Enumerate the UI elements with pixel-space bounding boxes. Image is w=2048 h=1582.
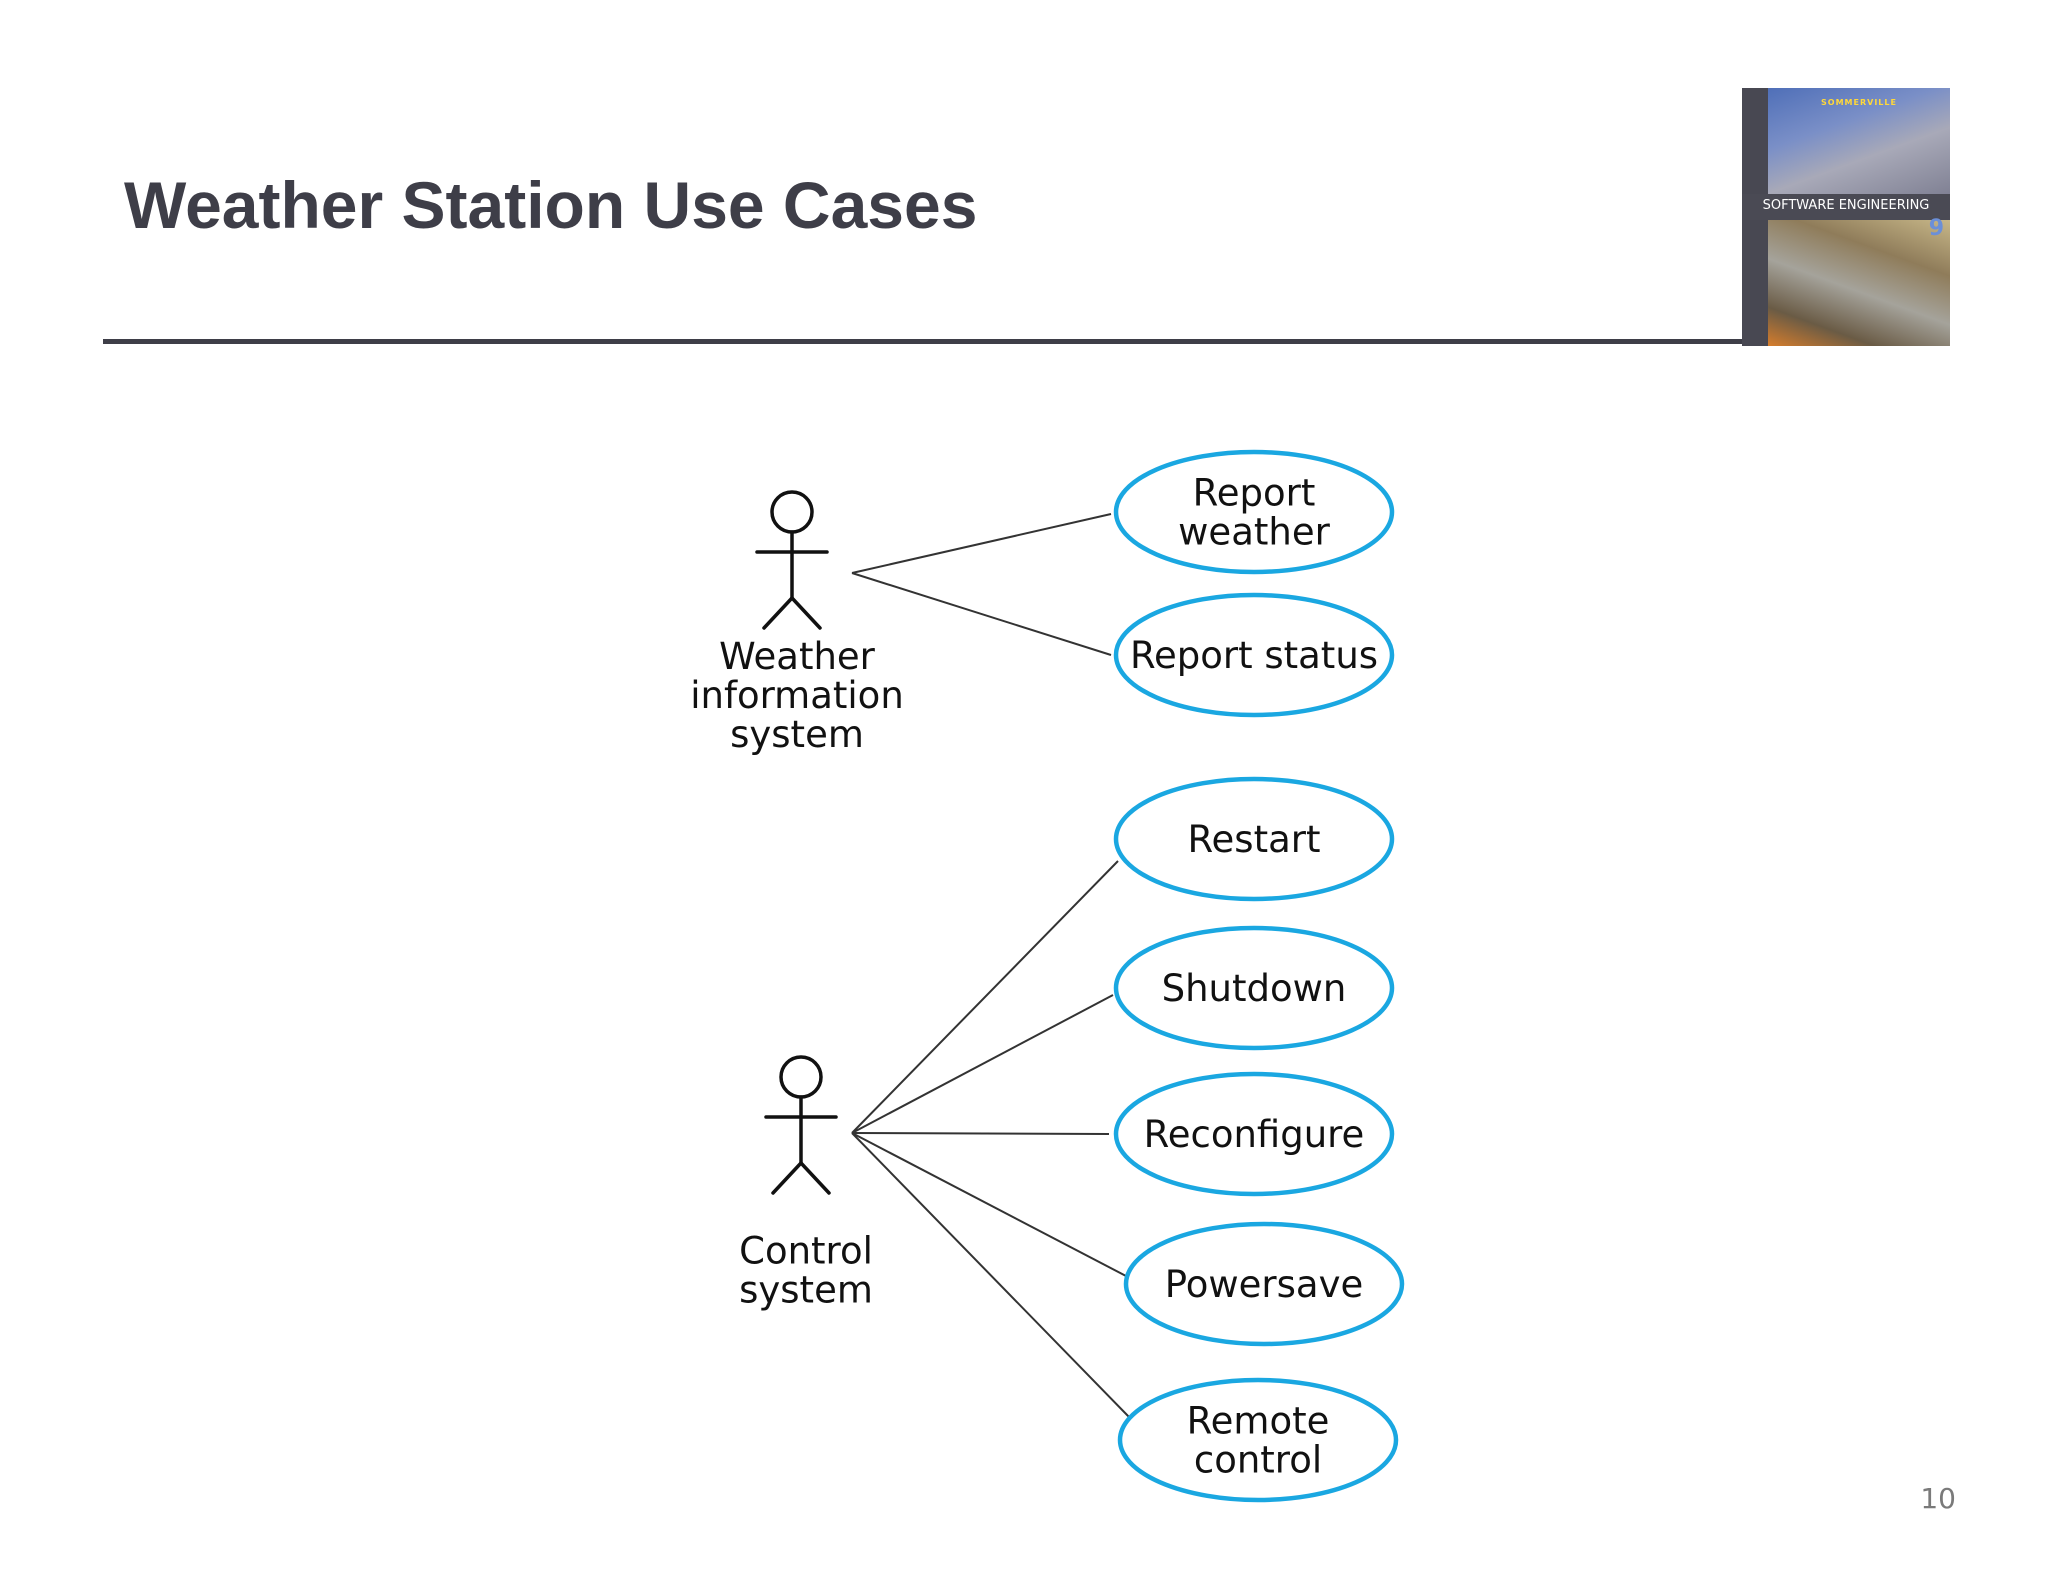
association-line (851, 1132, 1127, 1277)
use-case-restart (1113, 776, 1395, 902)
use-case-remote-control (1117, 1377, 1399, 1503)
cover-photo-top (1768, 88, 1950, 198)
use-case-report-weather (1113, 449, 1395, 575)
association-line (851, 994, 1114, 1134)
cover-title-band (1742, 194, 1950, 220)
slide-title: Weather Station Use Cases (124, 168, 978, 242)
use-case-report-status (1113, 592, 1395, 718)
use-case-label-powersave: Powersave (1165, 1263, 1363, 1306)
use-case-shutdown (1113, 925, 1395, 1051)
cover-author: SOMMERVILLE (1821, 98, 1897, 107)
page-number: 10 (1920, 1482, 1956, 1515)
association-line (851, 572, 1112, 656)
book-cover-image: SOMMERVILLE SOFTWARE ENGINEERING 9 (1742, 88, 1950, 346)
title-divider (103, 339, 1751, 344)
use-case-reconfigure (1113, 1071, 1395, 1197)
use-case-label-shutdown: Shutdown (1162, 967, 1347, 1010)
use-case-label-report-status: Report status (1130, 634, 1378, 677)
actor-cs-figure (764, 1055, 838, 1195)
cover-photo-bottom (1768, 218, 1950, 346)
association-line (851, 513, 1112, 574)
use-case-label-restart: Restart (1188, 818, 1321, 861)
use-case-powersave (1123, 1221, 1405, 1347)
use-case-label-reconfigure: Reconfigure (1144, 1113, 1365, 1156)
association-line (851, 1132, 1110, 1135)
association-line (851, 860, 1119, 1134)
association-line (851, 1132, 1131, 1419)
actor-wis-figure (755, 490, 829, 630)
cover-edition: 9 (1928, 216, 1944, 241)
cover-title: SOFTWARE ENGINEERING (1762, 198, 1930, 213)
